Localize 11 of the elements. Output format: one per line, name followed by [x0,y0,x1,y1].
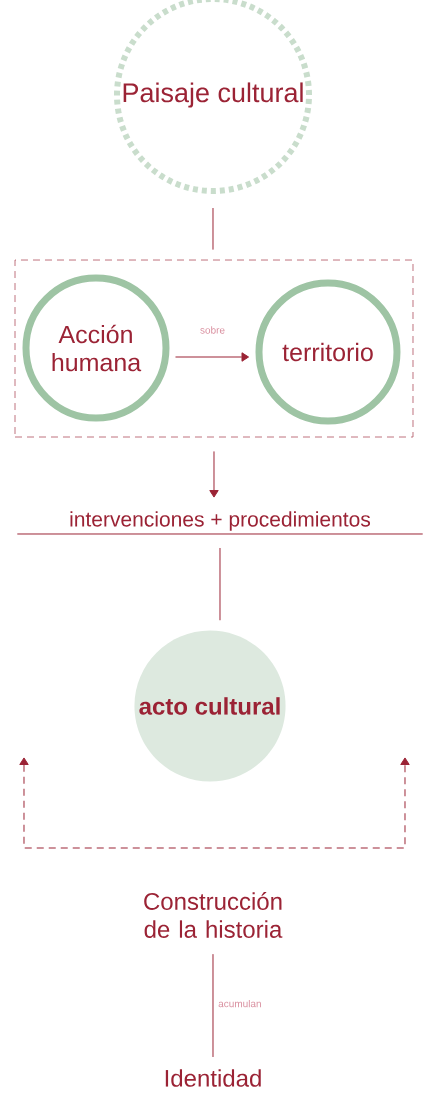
connector-line [219,547,221,621]
connector-line [212,953,214,1058]
edge-label: sobre [199,325,226,335]
underlined-text: intervenciones + procedimientos [16,511,423,535]
text-label: Construcción de la historia [144,892,283,938]
arrow [209,450,219,498]
edge-label: acumulan [217,998,263,1009]
text-label: Identidad [165,1069,261,1087]
dashed-frame [14,259,414,438]
arrow [175,352,250,362]
connector-line [212,207,214,251]
